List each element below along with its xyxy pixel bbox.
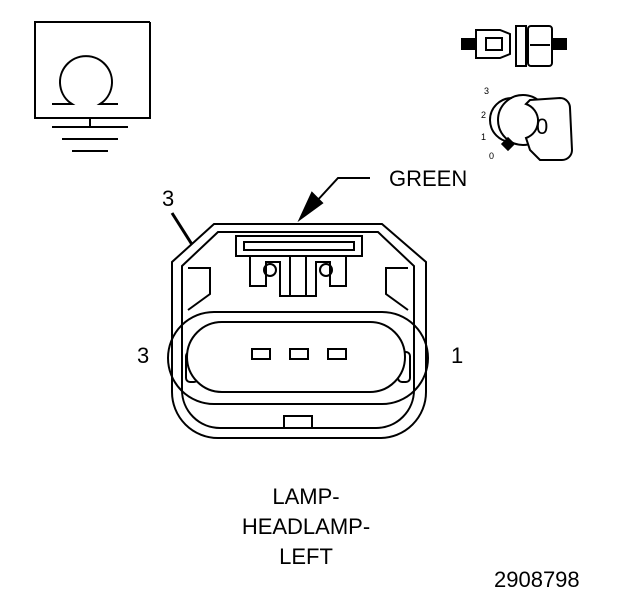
connector-color-label: GREEN xyxy=(389,166,468,191)
component-name-line3: LEFT xyxy=(279,544,333,569)
lock-scale-2: 2 xyxy=(481,110,487,120)
connector-plug-icon xyxy=(461,25,567,67)
cavity-label-right: 1 xyxy=(451,343,464,368)
lock-scale-0: 0 xyxy=(489,151,495,161)
color-pointer-arrow xyxy=(297,177,370,223)
cavity-label-left: 3 xyxy=(137,343,150,368)
terminal-pin-3 xyxy=(251,348,271,360)
component-name-line2: HEADLAMP- xyxy=(241,514,371,539)
component-name-line1: LAMP- xyxy=(272,484,340,509)
lock-scale-1: 1 xyxy=(481,132,487,142)
terminal-pin-1 xyxy=(327,348,347,360)
lock-key-value: 0 xyxy=(536,114,549,139)
connector-face xyxy=(167,223,429,439)
terminal-pin-2 xyxy=(289,348,309,360)
pin-callout-number: 3 xyxy=(162,186,175,211)
figure-id: 2908798 xyxy=(494,567,580,592)
lock-scale-3: 3 xyxy=(484,86,490,96)
ignition-lock-icon xyxy=(489,94,574,161)
ground-symbol-icon xyxy=(34,21,151,152)
